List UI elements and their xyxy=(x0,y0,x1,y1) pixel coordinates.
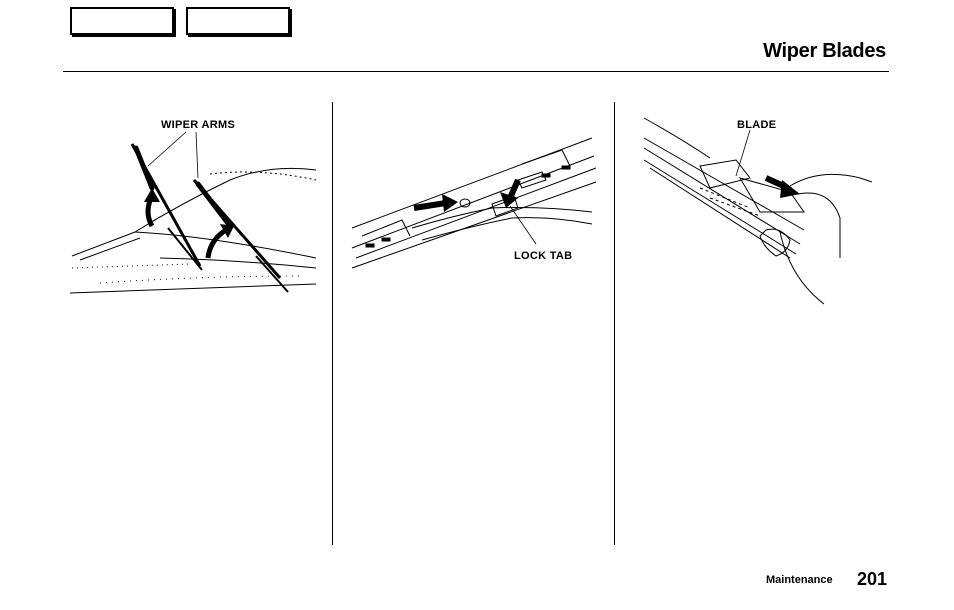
wiper-arms-illustration xyxy=(60,108,322,308)
page-number: 201 xyxy=(857,569,887,590)
header-rule xyxy=(63,71,889,72)
blade-removal-illustration xyxy=(640,108,880,308)
page-title: Wiper Blades xyxy=(763,40,886,63)
nav-button-1[interactable] xyxy=(70,7,174,35)
nav-button-2[interactable] xyxy=(186,7,290,35)
lock-tab-label: LOCK TAB xyxy=(514,250,572,262)
column-divider-2 xyxy=(614,102,615,545)
footer-section-name: Maintenance xyxy=(766,574,833,586)
wiper-arms-label: WIPER ARMS xyxy=(161,119,235,131)
blade-label: BLADE xyxy=(737,119,776,131)
column-divider-1 xyxy=(332,102,333,545)
